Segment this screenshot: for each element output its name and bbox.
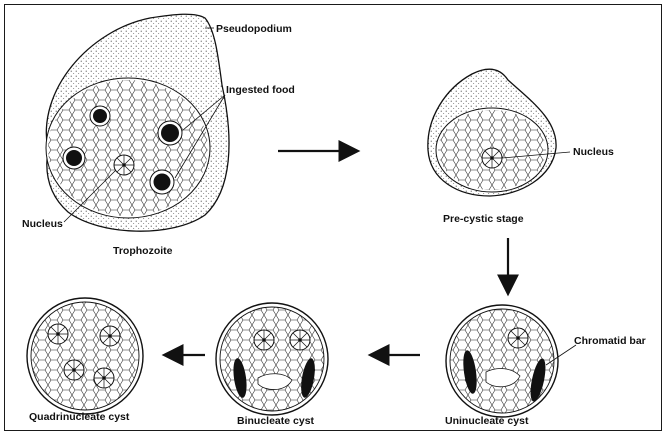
- label-ingested-food: Ingested food: [226, 84, 295, 96]
- binucleate-nucleus-2: [289, 329, 311, 351]
- label-nucleus-precystic: Nucleus: [573, 146, 614, 158]
- label-binucleate: Binucleate cyst: [237, 415, 315, 427]
- label-nucleus-trophozoite: Nucleus: [22, 218, 63, 230]
- binucleate-cyst: [215, 302, 329, 416]
- label-chromatid-bar: Chromatid bar: [574, 335, 646, 347]
- chromatid-bar-left: [463, 350, 477, 394]
- label-precystic: Pre-cystic stage: [443, 213, 524, 225]
- trophozoite-leader-lines: [63, 27, 226, 223]
- precystic-nucleus: [481, 147, 503, 169]
- label-pseudopodium: Pseudopodium: [216, 23, 292, 35]
- binucleate-chromatid-bar-left: [233, 358, 247, 398]
- binucleate-nucleus-1: [253, 329, 275, 351]
- label-uninucleate: Uninucleate cyst: [445, 415, 529, 427]
- figure-frame: [4, 4, 662, 431]
- uninucleate-cyst: [445, 304, 577, 418]
- label-trophozoite: Trophozoite: [113, 245, 173, 257]
- ingested-food-vacuoles: [62, 105, 183, 195]
- precystic-cell: [427, 68, 571, 197]
- quadrinucleate-nucleus-4: [93, 367, 115, 389]
- binucleate-chromatid-bar-right: [301, 358, 315, 398]
- chromatid-bar-right: [530, 358, 546, 402]
- quadrinucleate-nucleus-3: [63, 359, 85, 381]
- quadrinucleate-cyst: [26, 297, 144, 415]
- quadrinucleate-nucleus-1: [47, 323, 69, 345]
- label-quadrinucleate: Quadrinucleate cyst: [29, 411, 130, 423]
- trophozoite-cell: [45, 13, 230, 232]
- quadrinucleate-nucleus-2: [99, 325, 121, 347]
- uninucleate-nucleus: [507, 327, 529, 349]
- trophozoite-nucleus: [113, 154, 135, 176]
